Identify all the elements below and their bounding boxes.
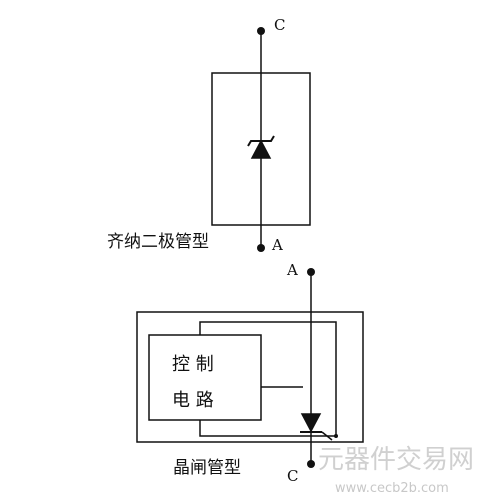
thyristor-top-label: A: [286, 261, 298, 279]
thyristor-terminal-c-dot: [307, 460, 315, 468]
control-label-line1: 控 制: [172, 354, 214, 375]
thyristor-outer-box: [136, 311, 364, 443]
zener-triangle: [250, 139, 272, 159]
control-circuit-box: [148, 334, 262, 421]
zener-terminal-a-dot: [257, 244, 265, 252]
control-loop: [199, 321, 337, 437]
thyristor-gate-lead: [321, 431, 333, 441]
watermark-url: www.cecb2b.com: [335, 481, 449, 496]
thyristor-caption: 晶闸管型: [173, 458, 241, 478]
thyristor-bottom-label: C: [287, 467, 298, 485]
thyristor-terminal-a-dot: [307, 268, 315, 276]
zener-bar: [247, 135, 275, 147]
zener-bottom-label: A: [271, 236, 283, 254]
zener-terminal-c-dot: [257, 27, 265, 35]
zener-top-label: C: [274, 16, 285, 34]
control-label-line2: 电 路: [172, 390, 214, 411]
loop-junction-dot: [334, 434, 338, 438]
watermark-title: 元器件交易网: [318, 445, 474, 475]
zener-caption: 齐纳二极管型: [107, 232, 209, 252]
thyristor-triangle: [300, 413, 322, 433]
